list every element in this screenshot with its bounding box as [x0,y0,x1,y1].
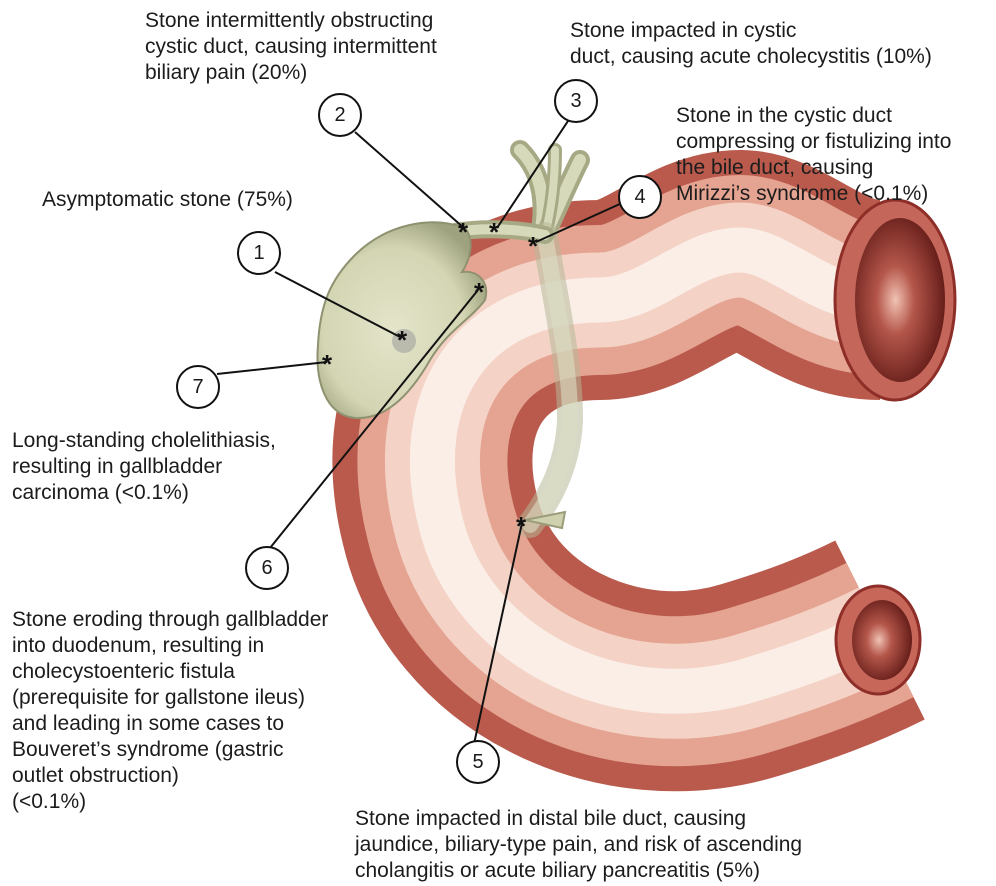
leader-line-6 [270,290,478,548]
label-7-carcinoma: Long-standing cholelithiasis, resulting … [12,428,276,506]
label-4-mirizzi: Stone in the cystic duct compressing or … [676,103,951,207]
label-1-asymptomatic: Asymptomatic stone (75%) [42,187,293,213]
label-5-distal-bile-duct: Stone impacted in distal bile duct, caus… [355,806,802,884]
stone-marker-5: * [516,516,526,536]
callout-1: 1 [237,231,281,275]
leader-line-3 [497,115,572,228]
callout-4: 4 [618,175,662,219]
callout-3: 3 [554,79,598,123]
stone-marker-6: * [474,282,484,302]
label-6-fistula: Stone eroding through gallbladder into d… [12,607,328,815]
leader-line-2 [355,132,464,228]
label-3-cystic-duct-impaction: Stone impacted in cystic duct, causing a… [570,18,932,70]
leader-line-7 [217,362,327,374]
stone-marker-1: * [397,330,407,350]
callout-7: 7 [176,365,220,409]
callout-2: 2 [318,93,362,137]
label-2-intermittent-obstruction: Stone intermittently obstructing cystic … [145,8,437,86]
leader-line-1 [275,272,402,338]
callout-6: 6 [245,546,289,590]
leader-line-4 [536,203,622,242]
stone-marker-4: * [528,236,538,256]
callout-5: 5 [456,740,500,784]
stone-marker-2: * [458,222,468,242]
stone-marker-3: * [489,222,499,242]
stone-marker-7: * [322,354,332,374]
leader-line-5 [474,523,522,744]
